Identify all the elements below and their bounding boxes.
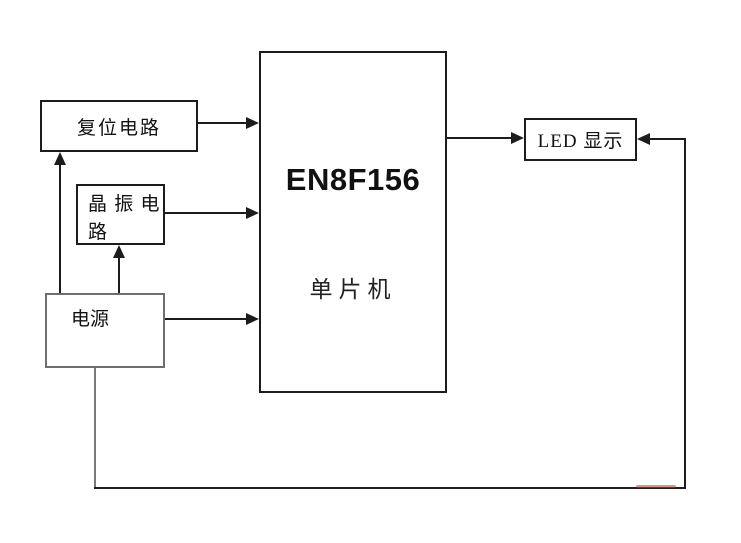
led-display-label: LED 显示 [537,131,624,152]
arrow-mcu-to-led-head-icon [511,132,524,144]
arrow-route-to-led-head-icon [637,133,650,145]
led-display-box: LED 显示 [524,118,637,161]
power-supply-label: 电源 [71,309,110,330]
arrow-power-to-crystal-line [118,258,120,293]
arrow-crystal-to-mcu-head-icon [246,207,259,219]
mcu-box: EN8F156 单片机 [259,51,447,393]
red-watermark-mark [636,485,676,488]
arrow-power-to-mcu-line [165,318,248,320]
reset-circuit-box: 复位电路 [40,100,198,152]
reset-circuit-label: 复位电路 [76,117,161,139]
arrow-power-to-mcu-head-icon [246,313,259,325]
bottom-route-line [94,487,686,489]
arrow-power-to-reset-head-icon [54,152,66,165]
crystal-oscillator-box: 晶 振 电 路 [76,184,165,245]
arrow-reset-to-mcu-line [198,122,248,124]
power-bottom-drop-line [94,368,96,488]
arrow-power-to-reset-line [59,164,61,293]
power-supply-box: 电源 [45,293,165,368]
arrow-route-to-led-line [650,138,686,140]
arrow-crystal-to-mcu-line [165,212,248,214]
mcu-model-label: EN8F156 [285,162,421,197]
right-route-line [684,138,686,489]
mcu-name-label: 单片机 [309,277,397,302]
crystal-oscillator-label-line1: 晶 振 电 [88,194,161,215]
arrow-mcu-to-led-line [447,137,513,139]
crystal-oscillator-label-line2: 路 [88,222,109,243]
arrow-reset-to-mcu-head-icon [246,117,259,129]
arrow-power-to-crystal-head-icon [113,245,125,258]
